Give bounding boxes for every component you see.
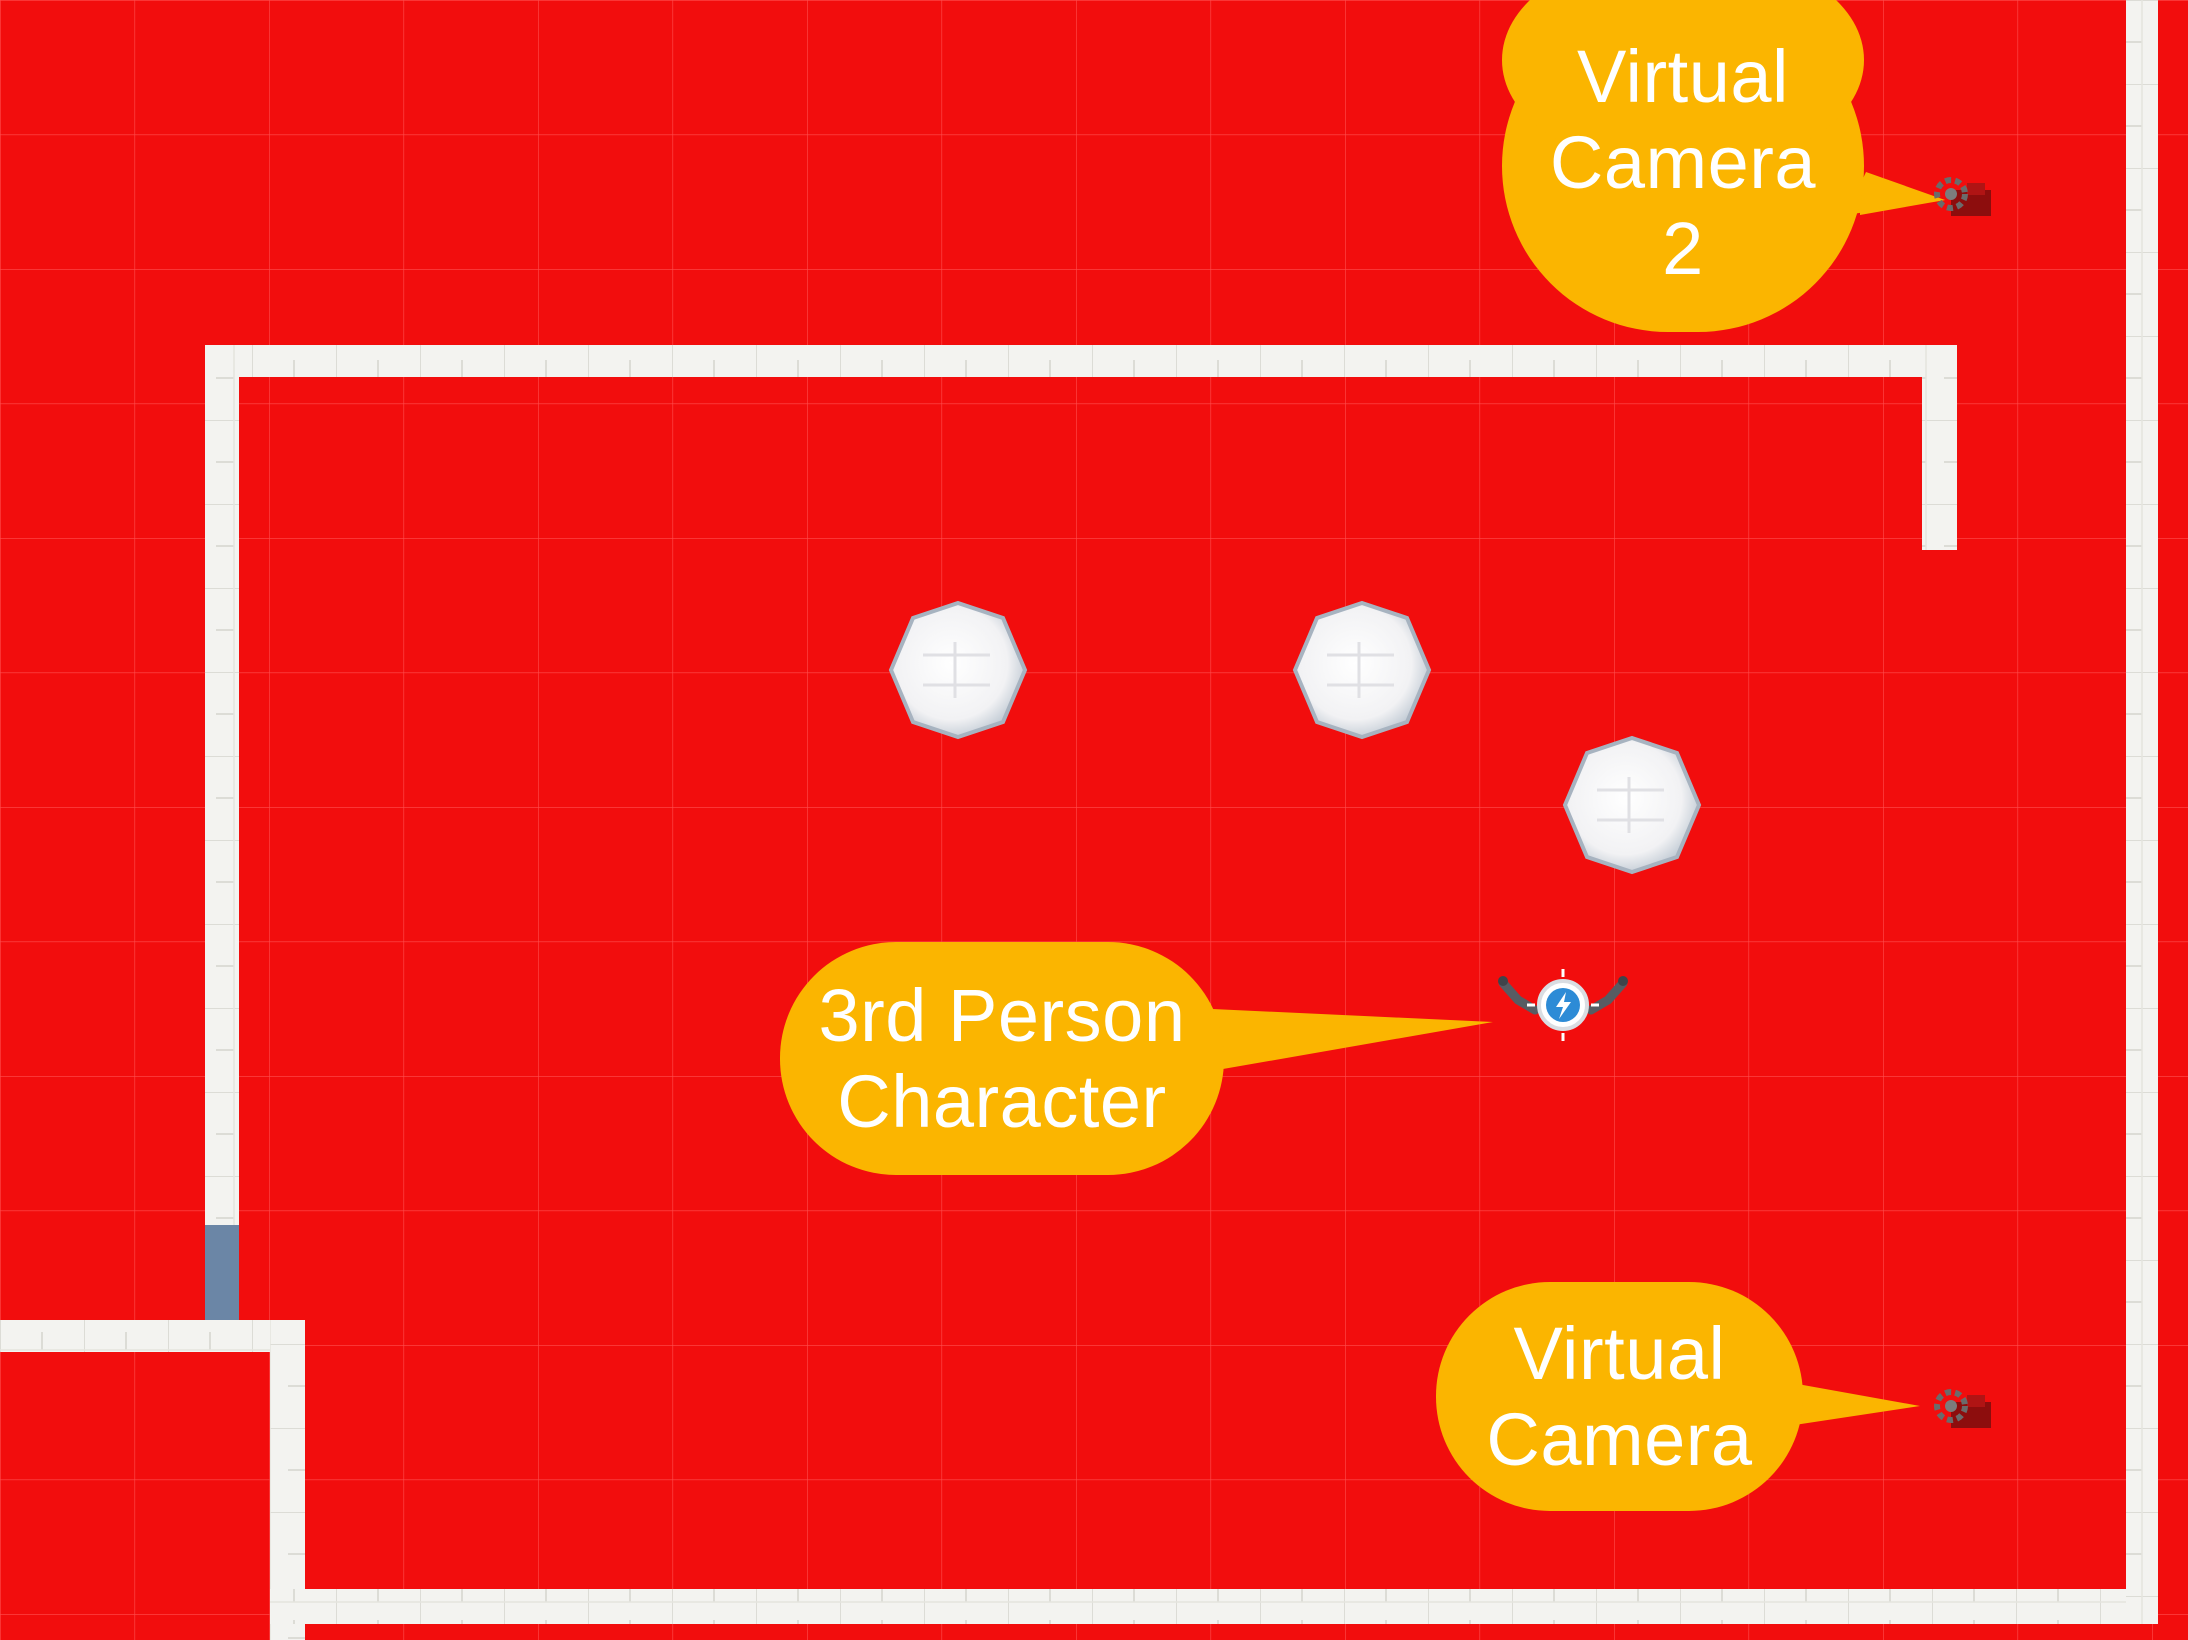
round-pillar-icon (1292, 600, 1432, 740)
callout-virtual-camera-2 (1502, 0, 1945, 332)
label-line: Virtual (1513, 1311, 1726, 1395)
round-pillar-icon (888, 600, 1028, 740)
label-line: Camera (1486, 1397, 1753, 1481)
label-line: Character (837, 1059, 1167, 1143)
virtual-camera-2-label: Virtual Camera 2 (1502, 35, 1864, 290)
callout-character (780, 942, 1493, 1175)
label-line: 3rd Person (818, 973, 1186, 1057)
label-line: Camera (1549, 121, 1817, 204)
pillars (888, 600, 1702, 875)
round-pillar-icon (1562, 735, 1702, 875)
label-line: Virtual (1577, 35, 1789, 118)
virtual-camera-gizmo-icon[interactable] (1934, 177, 1991, 216)
door-segment (205, 1225, 239, 1320)
label-line: 2 (1662, 207, 1704, 290)
third-person-character-label: 3rd Person Character (780, 942, 1224, 1175)
virtual-camera-gizmo-icon[interactable] (1934, 1389, 1991, 1428)
callout-virtual-camera (1436, 1282, 1920, 1511)
virtual-camera-label: Virtual Camera (1436, 1282, 1803, 1511)
third-person-character-gizmo-icon[interactable] (1498, 969, 1628, 1041)
